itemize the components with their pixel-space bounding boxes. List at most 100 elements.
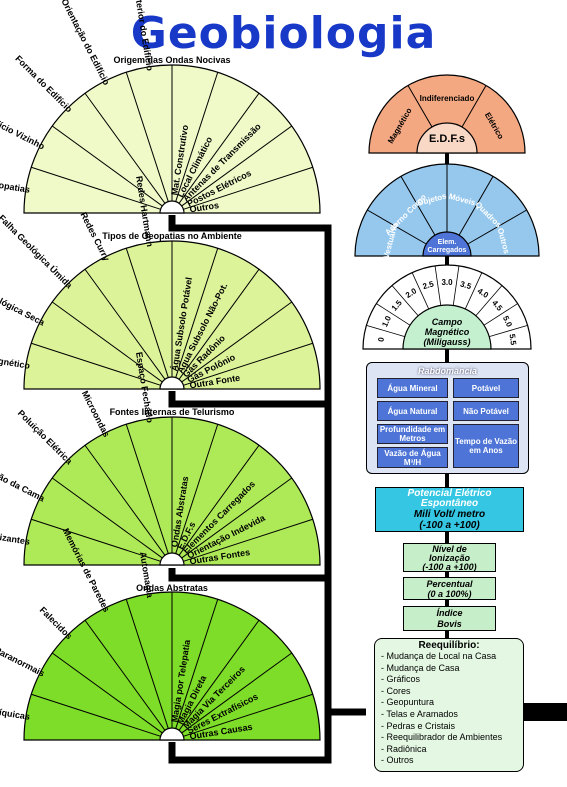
fan-divider (175, 424, 219, 554)
fan-divider (407, 85, 433, 128)
ionizacao-line1: Nível de (432, 544, 467, 554)
fan-label: Localização da Cama (0, 453, 47, 504)
list-item: - Reequilibrador de Ambientes (381, 732, 503, 743)
fan-hub (416, 122, 478, 154)
fan-divider (458, 176, 494, 236)
fan-hub (159, 727, 185, 741)
fan-divider (183, 166, 313, 210)
fan-hub (159, 552, 185, 566)
fan-divider (175, 248, 219, 378)
fan-label: Orientação do Edifício (59, 0, 112, 87)
bovis-line1: Índice (436, 608, 463, 618)
fan-divider (181, 125, 293, 207)
campo-center-line3: (Miligauss) (423, 337, 470, 347)
ionizacao-line2: Ionização (428, 553, 470, 563)
scale-label: 1.0 (380, 314, 393, 328)
ionizacao-box: Nível de Ionização (-100 a +100) (403, 543, 496, 572)
fan-label: Poluição Elétrica (16, 408, 75, 467)
list-item: - Mudança de Local na Casa (381, 651, 497, 661)
page-title: Geobiologia (130, 8, 437, 59)
cell-tempo-vazao: Tempo de Vazão em Anos (453, 424, 519, 468)
fan-divider (31, 693, 161, 737)
fan-divider (51, 477, 163, 559)
connector-lines (168, 153, 567, 764)
fan-divider (175, 599, 219, 729)
fan-divider (51, 125, 163, 207)
scale-tick (376, 303, 411, 326)
fan-divider (183, 693, 313, 737)
list-item: - Cores (381, 685, 411, 696)
cell-vazao-agua: Vazão de Água M³/H (377, 447, 448, 468)
potencial-line1: Potencial Elétrico (407, 488, 492, 499)
list-item: - Radiônica (381, 743, 427, 754)
fan-label: Paranormais (0, 645, 46, 679)
list-item: - Pedras e Cristais (381, 720, 456, 731)
scale-tick (366, 324, 405, 337)
percentual-line2: (0 a 100%) (427, 589, 472, 599)
fan-divider (125, 248, 169, 378)
fan-divider (31, 342, 161, 386)
fan-divider (125, 599, 169, 729)
scale-tick (489, 324, 528, 337)
fan-divider (84, 619, 166, 731)
scale-tick (434, 265, 442, 306)
potencial-line3: Mili Volt/ metro (413, 509, 486, 520)
elem-center-line2: Carregados (428, 247, 467, 254)
fan-divider (467, 209, 527, 245)
scale-tick (464, 272, 483, 310)
scale-label: 5.0 (501, 314, 514, 328)
reequilibrio-panel: Reequilíbrio: - Mudança de Local na Casa… (374, 638, 524, 772)
reequilibrio-list: - Mudança de Local na Casa - Mudança de … (375, 651, 523, 767)
fan-hub (422, 231, 472, 257)
ionizacao-line3: (-100 a +100) (422, 562, 477, 572)
fan-divider (178, 268, 260, 380)
fan-label: Indiferenciado (420, 94, 475, 103)
fan-title: Fontes Internas de Telurismo (110, 407, 235, 417)
scale-tick (452, 265, 460, 306)
fan-label: Causas Psíquicas (0, 700, 31, 722)
fan-divider (181, 301, 293, 383)
reequilibrio-title: Reequilíbrio: (418, 640, 480, 651)
cell-profundidade: Profundidade em Metros (377, 424, 448, 444)
fan-label: Edifício Vizinho (0, 112, 47, 151)
fan-label: Radiações Ionizantes (0, 523, 31, 547)
percentual-line1: Percentual (426, 579, 473, 589)
fan-divider (175, 72, 219, 202)
fan-title: Tipos de Geopatias no Ambiente (102, 231, 242, 241)
fan-divider (183, 342, 313, 386)
potencial-eletrico-box: Potencial Elétrico Espontâneo Mili Volt/… (375, 487, 524, 532)
fan-divider (461, 85, 487, 128)
fan-hub (402, 304, 492, 350)
elem-center-line1: Elem. (438, 239, 457, 246)
scale-tick (391, 285, 419, 317)
fan-label: Geopatias (0, 178, 31, 195)
fan-divider (84, 92, 166, 204)
list-item: - Mudança de Casa (381, 662, 460, 673)
fan-label: Outros (189, 200, 220, 214)
fan-title: Ondas Abstratas (136, 583, 208, 593)
fan-divider (178, 92, 260, 204)
fan-divider (181, 477, 293, 559)
edfs-center-label: E.D.F.s (429, 133, 465, 145)
cell-agua-natural: Água Natural (377, 401, 448, 421)
cell-potavel: Potável (453, 378, 519, 398)
fan-divider (178, 444, 260, 556)
fan-divider (31, 166, 161, 210)
bovis-box: Índice Bovis (403, 606, 496, 631)
fan-label: Forma do Edifício (13, 53, 74, 114)
fan-divider (31, 518, 161, 562)
fan-divider (125, 72, 169, 202)
scale-label: 5.5 (507, 333, 518, 346)
scale-label: 0 (377, 336, 387, 342)
scale-tick (483, 303, 518, 326)
scale-label: 3.0 (441, 278, 453, 287)
campo-center-line2: Magnético (425, 327, 470, 337)
fan-divider (400, 176, 436, 236)
fan-label: Falha Geológica Úmida (0, 212, 76, 291)
radiomancia-title: Rabdomância (417, 366, 477, 376)
radiomancia-panel: Rabdomância Água Mineral Potável Água Na… (366, 362, 529, 474)
